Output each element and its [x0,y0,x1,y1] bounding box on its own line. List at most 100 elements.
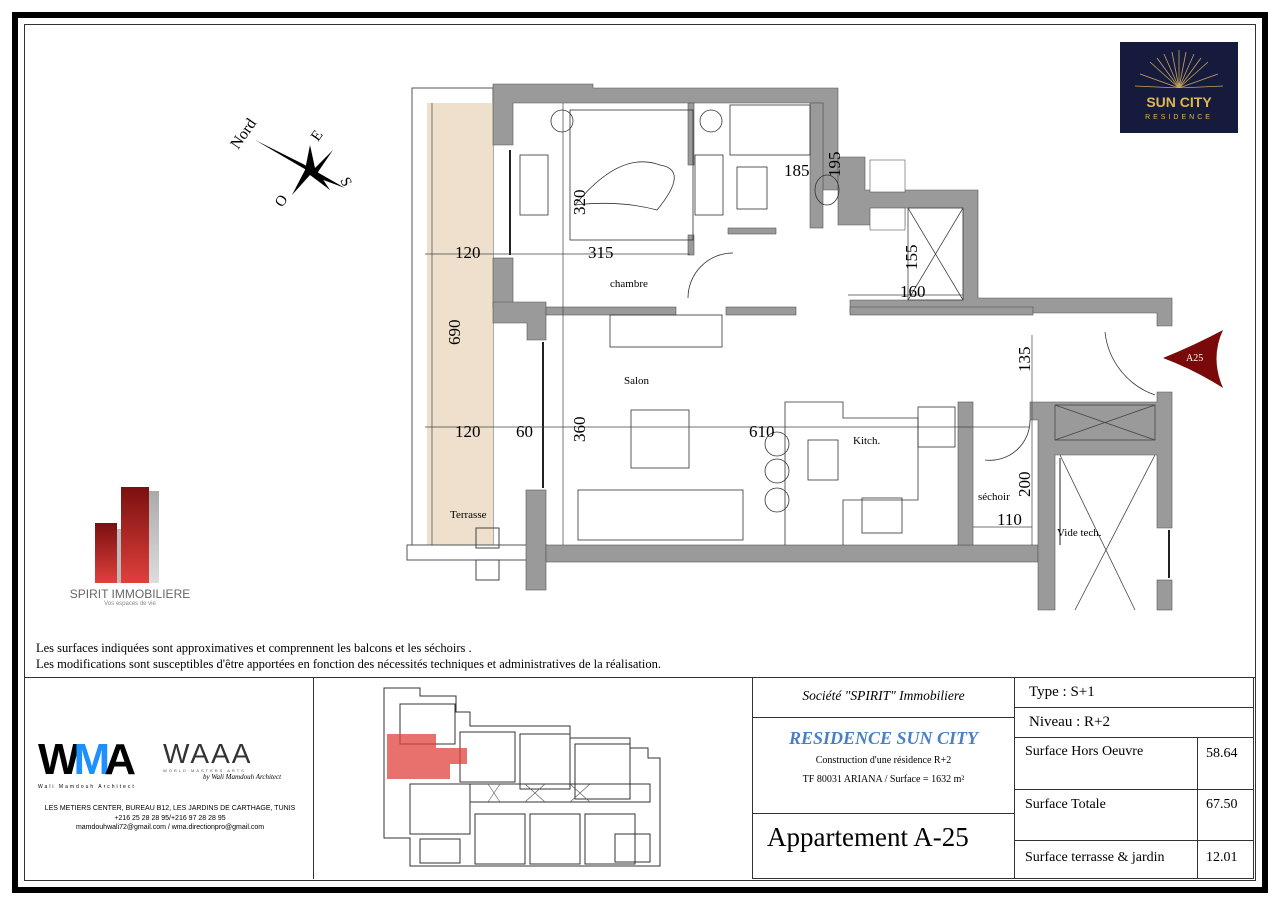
project-name: RESIDENCE SUN CITY [788,728,979,748]
shower [729,104,811,156]
surface-value: 12.01 [1206,850,1238,865]
dim-terrace-length: 690 [445,320,464,346]
bed-sheet [574,161,675,211]
surface-value: 67.50 [1206,797,1238,812]
project-cell: RESIDENCE SUN CITY Construction d'une ré… [752,717,1015,814]
company-name: Société "SPIRIT" Immobiliere [802,688,965,703]
architect-contact: LES METIERS CENTER, BUREAU B12, LES JARD… [28,804,312,833]
apartment-type: Type : S+1 [1029,684,1095,700]
floor-plan: Nord E S O chambre Salon Kitch. séchoir … [227,83,1223,611]
waaa-logo-signature: by Wali Mamdouh Architect [203,773,282,781]
furniture [519,104,1156,545]
room-label-kitchen: Kitch. [853,435,880,447]
surface-label: Surface Totale [1025,797,1106,812]
sofa [577,489,744,541]
type-cell: Type : S+1 [1014,677,1254,708]
sun-rays-icon [1130,50,1228,133]
room-label-chambre: chambre [610,278,648,290]
cooktop [861,497,903,534]
apartment-cell: Appartement A-25 [752,813,1015,879]
technical-shafts [907,207,1156,611]
wma-logo-letters: WMA [38,735,136,784]
dim-gap: 60 [516,422,533,441]
note-line: Les modifications sont susceptibles d'êt… [36,657,661,671]
bedside-lamp-right [699,109,723,133]
apartment-highlight [387,734,467,779]
dimension-lines [425,103,1033,545]
windows [509,150,1170,578]
surface-value-cell: 67.50 [1197,789,1254,841]
door-swing-entrance [1104,331,1156,396]
terrace-planter-2 [475,559,500,581]
building-bar-tall [121,487,149,583]
level-cell: Niveau : R+2 [1014,707,1254,738]
dim-sechoir-width: 110 [997,510,1022,529]
architect-emails: mamdouhwali72@gmail.com / wma.directionp… [75,824,265,831]
compass-west-label: O [272,192,291,210]
note-line: Les surfaces indiquées sont approximativ… [36,641,472,655]
dim-salon-depth: 360 [570,417,589,443]
waaa-logo: WAAA WORLD MASTERS ARTS by Wali Mamdouh … [163,740,293,790]
sink [736,166,768,210]
surface-label: Surface terrasse & jardin [1025,850,1165,865]
company-cell: Société "SPIRIT" Immobiliere [752,677,1015,718]
surface-label-cell: Surface Totale [1014,789,1198,841]
site-key-plan [383,687,661,867]
architect-address: LES METIERS CENTER, BUREAU B12, LES JARD… [44,805,296,812]
compass-south-label: S [336,175,354,189]
dim-terrace-width-bottom: 120 [455,422,481,441]
spirit-immobiliere-logo: SPIRIT IMMOBILIERE Vos espaces de vie [55,483,205,613]
surface-value-cell: 12.01 [1197,840,1254,879]
project-land: TF 80031 ARIANA / Surface = 1632 m² [802,774,965,785]
chair-right [694,154,724,216]
bedside-lamp-left [550,109,574,133]
project-description: Construction d'une résidence R+2 [815,755,952,766]
apartment-title: Appartement A-25 [767,822,969,852]
bed [569,109,694,241]
page-border [12,12,1268,893]
room-label-salon: Salon [624,375,650,387]
apartment-level: Niveau : R+2 [1029,714,1110,730]
walls [492,83,1173,611]
dim-sechoir-depth: 200 [1015,472,1034,498]
dim-chambre-width: 315 [588,243,614,262]
waaa-logo-letters: WAAA [163,738,253,769]
spirit-logo-tagline: Vos espaces de vie [104,601,156,607]
entrance-marker: A25 [1163,330,1223,388]
surface-label-cell: Surface Hors Oeuvre [1014,737,1198,790]
room-label-sechoir: séchoir [978,491,1010,503]
entrance-marker-label: A25 [1186,353,1203,364]
disclaimer-notes: Les surfaces indiquées sont approximativ… [36,640,661,672]
inner-border [24,24,1256,881]
terrace-planter [475,527,500,549]
title-block-divider [24,677,1255,678]
dim-salon-width: 610 [749,422,775,441]
waaa-logo-subtitle: WORLD MASTERS ARTS [163,768,246,773]
terrace-area [427,103,493,545]
tv-unit [609,314,723,348]
door-swing-sechoir [984,419,1031,461]
door-swing-chambre [687,252,734,299]
surface-label: Surface Hors Oeuvre [1025,744,1144,759]
sun-city-logo-title: SUN CITY [1146,94,1212,110]
spirit-logo-name: SPIRIT IMMOBILIERE [69,587,191,601]
architect-phones: +216 25 28 28 95/+216 97 28 28 95 [114,814,226,822]
kitchen-counter [784,401,919,545]
compass-north-label: Nord [227,116,260,153]
dim-entry-depth: 135 [1015,347,1034,373]
wma-logo: WMA Wali Mamdouh Architect [38,735,158,791]
dim-chambre-depth: 320 [570,190,589,216]
dim-hall-width: 160 [900,282,926,301]
room-label-vide-tech: Vide tech. [1057,527,1102,539]
coffee-table [630,409,690,469]
chair-left [519,154,549,216]
dim-hall-depth: 155 [902,245,921,271]
building-bar-short [95,523,117,583]
dim-bath-width: 185 [784,161,810,180]
sun-city-logo: SUN CITY RESIDENCE [1120,42,1238,133]
sun-city-logo-subtitle: RESIDENCE [1145,114,1213,121]
surface-label-cell: Surface terrasse & jardin [1014,840,1198,879]
toilet [814,174,840,206]
wma-logo-subtitle: Wali Mamdouh Architect [38,784,136,790]
surface-value: 58.64 [1206,746,1238,761]
